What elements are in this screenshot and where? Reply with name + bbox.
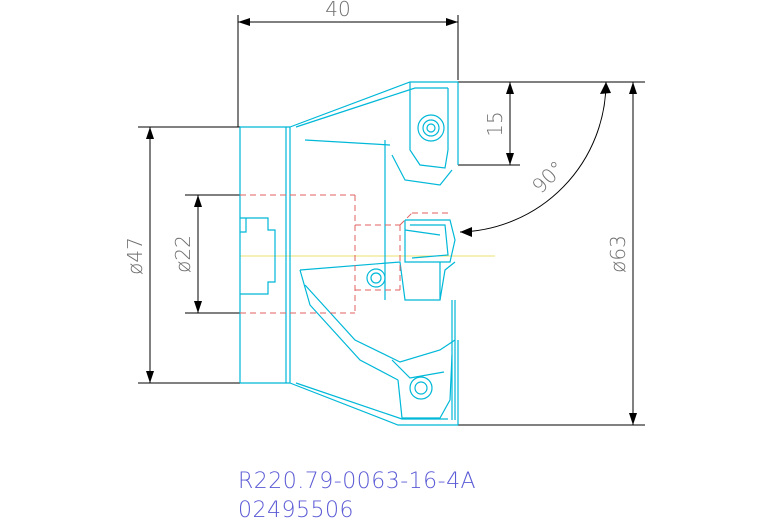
hidden-bore-lines: [240, 194, 448, 314]
dim-bore-inner-label: ø22: [171, 235, 195, 273]
dimension-lines: [138, 15, 645, 426]
part-number: 02495506: [238, 498, 354, 523]
dimension-arrows: [146, 18, 637, 425]
cutter-body-outline: [239, 81, 459, 426]
dim-bore-outer-label: ø47: [123, 237, 147, 275]
part-code: R220.79-0063-16-4A: [238, 469, 476, 494]
dim-cut-diameter-label: ø63: [606, 235, 630, 273]
dim-width-label: 40: [325, 0, 350, 21]
dim-depth-label: 15: [483, 111, 507, 136]
dim-angle-label: 90°: [527, 156, 569, 198]
